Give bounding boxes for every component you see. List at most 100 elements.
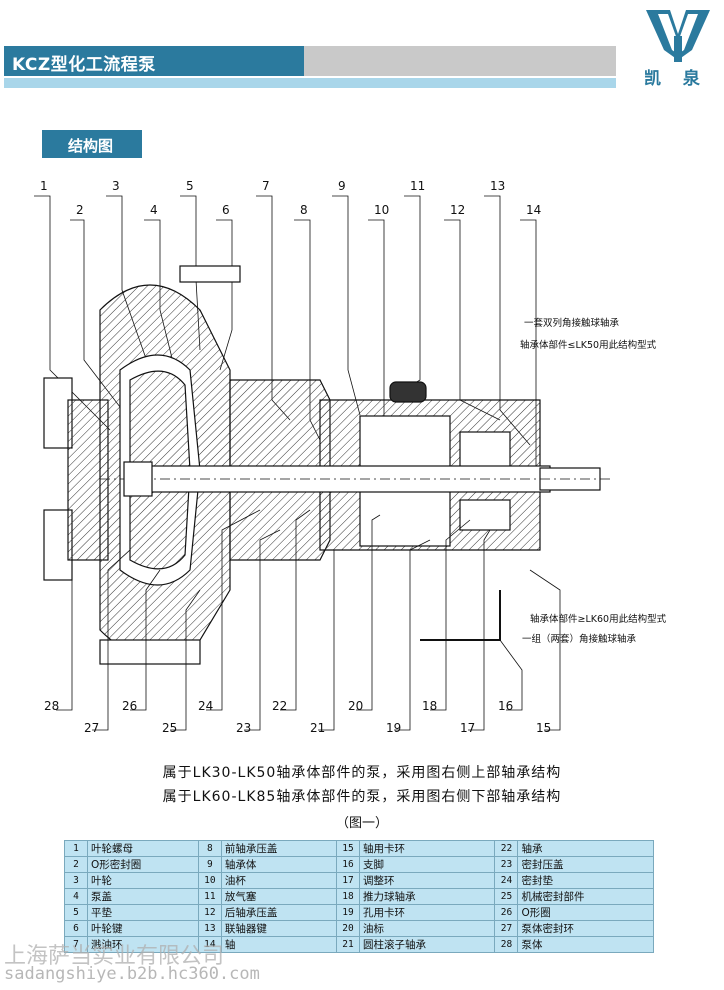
part-number-cell: 13 bbox=[197, 920, 222, 937]
part-name-cell: 联轴器键 bbox=[220, 920, 338, 937]
part-number-cell: 10 bbox=[197, 872, 222, 889]
section-tab bbox=[42, 130, 142, 158]
part-number-label: 28 bbox=[44, 699, 59, 713]
part-number-label: 26 bbox=[122, 699, 137, 713]
part-name-cell: 轴承体 bbox=[220, 856, 338, 873]
part-name-cell: 推力球轴承 bbox=[358, 888, 496, 905]
part-number-cell: 1 bbox=[64, 840, 88, 857]
part-number-label: 22 bbox=[272, 699, 287, 713]
top-part-numbers: 1 2 3 4 5 6 7 8 9 10 11 12 13 14 bbox=[40, 179, 541, 217]
note-line-1: 属于LK30-LK50轴承体部件的泵，采用图右侧上部轴承结构 bbox=[162, 765, 562, 781]
part-number-label: 8 bbox=[300, 203, 308, 217]
part-number-label: 1 bbox=[40, 179, 48, 193]
part-name-cell: 叶轮 bbox=[87, 872, 199, 889]
part-name-cell: 叶轮键 bbox=[87, 920, 199, 937]
part-name-cell: 轴 bbox=[220, 936, 338, 953]
part-name-cell: 密封压盖 bbox=[517, 856, 654, 873]
part-name-cell: 后轴承压盖 bbox=[220, 904, 338, 921]
part-number-label: 21 bbox=[310, 721, 325, 735]
part-number-cell: 25 bbox=[494, 888, 519, 905]
bottom-part-numbers: 28 27 26 25 24 23 22 21 20 19 18 17 16 1… bbox=[44, 699, 551, 735]
figure-caption: （图一） bbox=[335, 816, 388, 831]
part-name-cell: 密封垫 bbox=[517, 872, 654, 889]
part-number-label: 20 bbox=[348, 699, 363, 713]
part-number-label: 11 bbox=[410, 179, 425, 193]
part-name-cell: 调整环 bbox=[358, 872, 496, 889]
part-name-cell: 圆柱滚子轴承 bbox=[358, 936, 496, 953]
part-number-label: 6 bbox=[222, 203, 230, 217]
header-underline bbox=[4, 78, 616, 88]
part-number-label: 4 bbox=[150, 203, 158, 217]
part-number-cell: 4 bbox=[64, 888, 88, 905]
part-number-cell: 22 bbox=[494, 840, 519, 857]
part-name-cell: 溅油环 bbox=[87, 936, 199, 953]
part-number-label: 12 bbox=[450, 203, 465, 217]
part-number-label: 16 bbox=[498, 699, 513, 713]
part-name-cell: 油标 bbox=[358, 920, 496, 937]
part-number-label: 3 bbox=[112, 179, 120, 193]
part-number-cell: 27 bbox=[494, 920, 519, 937]
part-number-cell: 2 bbox=[64, 856, 88, 873]
annotation-text: 轴承体部件≤LK50用此结构型式 bbox=[520, 339, 657, 351]
part-number-cell: 26 bbox=[494, 904, 519, 921]
annotation-text: 轴承体部件≥LK60用此结构型式 bbox=[530, 613, 667, 625]
part-number-label: 15 bbox=[536, 721, 551, 735]
part-number-label: 19 bbox=[386, 721, 401, 735]
part-name-cell: 泵体密封环 bbox=[517, 920, 654, 937]
part-number-label: 17 bbox=[460, 721, 475, 735]
part-number-cell: 5 bbox=[64, 904, 88, 921]
part-name-cell: 前轴承压盖 bbox=[220, 840, 338, 857]
part-number-cell: 6 bbox=[64, 920, 88, 937]
part-number-label: 13 bbox=[490, 179, 505, 193]
part-name-cell: 机械密封部件 bbox=[517, 888, 654, 905]
pump-structure-diagram: 1 2 3 4 5 6 7 8 9 10 11 12 13 14 bbox=[34, 179, 667, 735]
pump-body-drawing bbox=[43, 265, 610, 665]
part-name-cell: 支脚 bbox=[358, 856, 496, 873]
part-number-label: 9 bbox=[338, 179, 346, 193]
part-name-cell: 放气塞 bbox=[220, 888, 338, 905]
part-number-cell: 7 bbox=[64, 936, 88, 953]
watermark-company: 上海萨当实业有限公司 bbox=[4, 944, 225, 969]
part-number-label: 23 bbox=[236, 721, 251, 735]
part-name-cell: 叶轮螺母 bbox=[87, 840, 199, 857]
page-title: KCZ型化工流程泵 bbox=[12, 55, 156, 75]
annotation-text: 一组（两套）角接触球轴承 bbox=[522, 633, 637, 645]
part-number-label: 14 bbox=[526, 203, 541, 217]
part-number-cell: 16 bbox=[336, 856, 360, 873]
part-number-cell: 18 bbox=[336, 888, 360, 905]
part-number-cell: 24 bbox=[494, 872, 519, 889]
header-title-background bbox=[4, 46, 304, 76]
part-number-label: 10 bbox=[374, 203, 389, 217]
watermark-url: sadangshiye.b2b.hc360.com bbox=[4, 964, 260, 984]
part-number-cell: 11 bbox=[197, 888, 222, 905]
part-number-cell: 23 bbox=[494, 856, 519, 873]
part-number-label: 25 bbox=[162, 721, 177, 735]
part-number-label: 7 bbox=[262, 179, 270, 193]
part-number-label: 24 bbox=[198, 699, 213, 713]
part-number-cell: 9 bbox=[197, 856, 222, 873]
kaiquan-logo-icon bbox=[646, 10, 710, 62]
part-number-cell: 21 bbox=[336, 936, 360, 953]
part-number-cell: 8 bbox=[197, 840, 222, 857]
logo-text: 凯 泉 bbox=[644, 69, 708, 89]
part-name-cell: O形密封圈 bbox=[87, 856, 199, 873]
annotation-text: 一套双列角接触球轴承 bbox=[524, 317, 620, 329]
part-number-cell: 17 bbox=[336, 872, 360, 889]
part-number-cell: 19 bbox=[336, 904, 360, 921]
part-name-cell: 轴用卡环 bbox=[358, 840, 496, 857]
part-name-cell: 轴承 bbox=[517, 840, 654, 857]
part-name-cell: 泵盖 bbox=[87, 888, 199, 905]
section-title: 结构图 bbox=[68, 137, 114, 155]
part-name-cell: 油杯 bbox=[220, 872, 338, 889]
part-number-cell: 28 bbox=[494, 936, 519, 953]
part-name-cell: 平垫 bbox=[87, 904, 199, 921]
part-name-cell: 泵体 bbox=[517, 936, 654, 953]
